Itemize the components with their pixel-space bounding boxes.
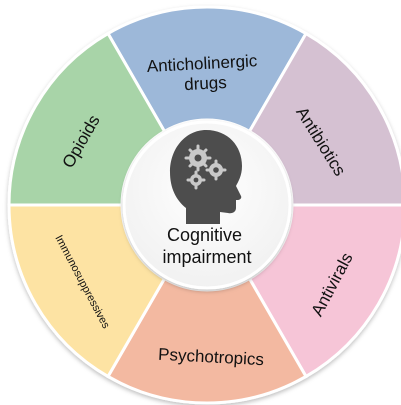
segment-antivirals bbox=[247, 203, 401, 379]
center-title-line2: impairment bbox=[162, 247, 251, 267]
segment-immunosuppressives bbox=[7, 203, 167, 379]
segment-opioids bbox=[7, 31, 167, 207]
label-anticholinergic-line2: drugs bbox=[184, 73, 227, 94]
segment-anticholinergic-drugs bbox=[105, 5, 309, 134]
segment-antibiotics bbox=[247, 31, 401, 207]
center-title: Cognitive impairment bbox=[162, 225, 251, 267]
segment-psychotropics bbox=[105, 276, 309, 405]
head-with-gears-icon bbox=[170, 130, 242, 224]
segment-ring bbox=[7, 5, 401, 405]
label-anticholinergic-drugs: Anticholinergic drugs bbox=[146, 51, 263, 96]
center-title-line1: Cognitive bbox=[167, 225, 242, 245]
